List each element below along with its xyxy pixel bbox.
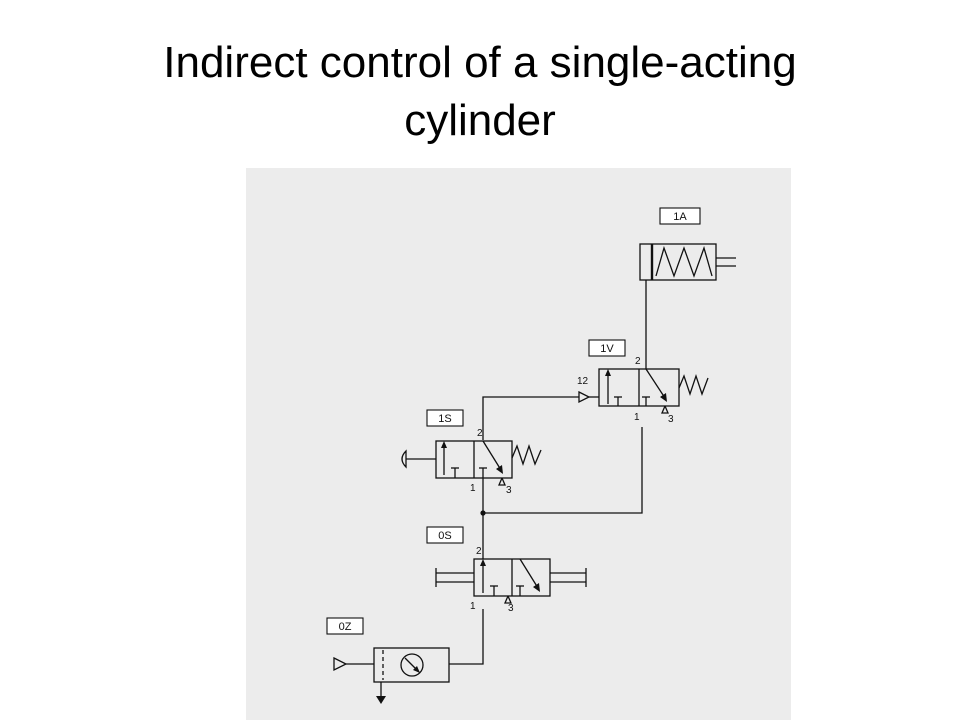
tag-box-1v [588, 339, 626, 357]
cylinder-1a: 1A [639, 207, 736, 281]
port-label-1s-2: 2 [477, 428, 483, 439]
tag-1s: 1S [438, 413, 451, 425]
return-spring [655, 245, 713, 278]
valve-0s: 0S 2 1 3 [426, 526, 587, 614]
supply-lines [449, 280, 647, 665]
tag-0s: 0S [438, 530, 451, 542]
port-label-1v-2: 2 [635, 356, 641, 367]
drain-arrow-icon [376, 696, 386, 704]
tag-box-0z [326, 617, 364, 635]
junction-dot [480, 510, 486, 516]
circuit-svg: 1A 1V [326, 207, 736, 704]
valve-1v: 1V 12 2 1 3 [577, 339, 709, 425]
tag-0z: 0Z [339, 621, 352, 633]
tag-box-1s [426, 409, 464, 427]
port-label-0s-1: 1 [470, 601, 476, 612]
title-line-2: cylinder [404, 96, 556, 145]
port-label-1s-3: 3 [506, 485, 512, 496]
slide-title: Indirect control of a single-acting cyli… [40, 34, 920, 150]
port-label-1s-1: 1 [470, 483, 476, 494]
port-label-1v-3: 3 [668, 414, 674, 425]
tag-box-0s [426, 526, 464, 544]
pneumatic-circuit-diagram: 1A 1V [246, 168, 791, 720]
port-label-0s-3: 3 [508, 603, 514, 614]
port-label-1v-1: 1 [634, 412, 640, 423]
tag-box-1a [659, 207, 701, 225]
service-unit-0z: 0Z [326, 617, 450, 704]
tag-1v: 1V [600, 343, 614, 355]
supply-source-icon [333, 656, 348, 672]
port-label-12: 12 [577, 376, 589, 387]
valve-1s: 1S 2 1 3 [401, 409, 542, 496]
port-label-0s-2: 2 [476, 546, 482, 557]
tag-1a: 1A [673, 211, 687, 223]
title-line-1: Indirect control of a single-acting [163, 38, 797, 87]
